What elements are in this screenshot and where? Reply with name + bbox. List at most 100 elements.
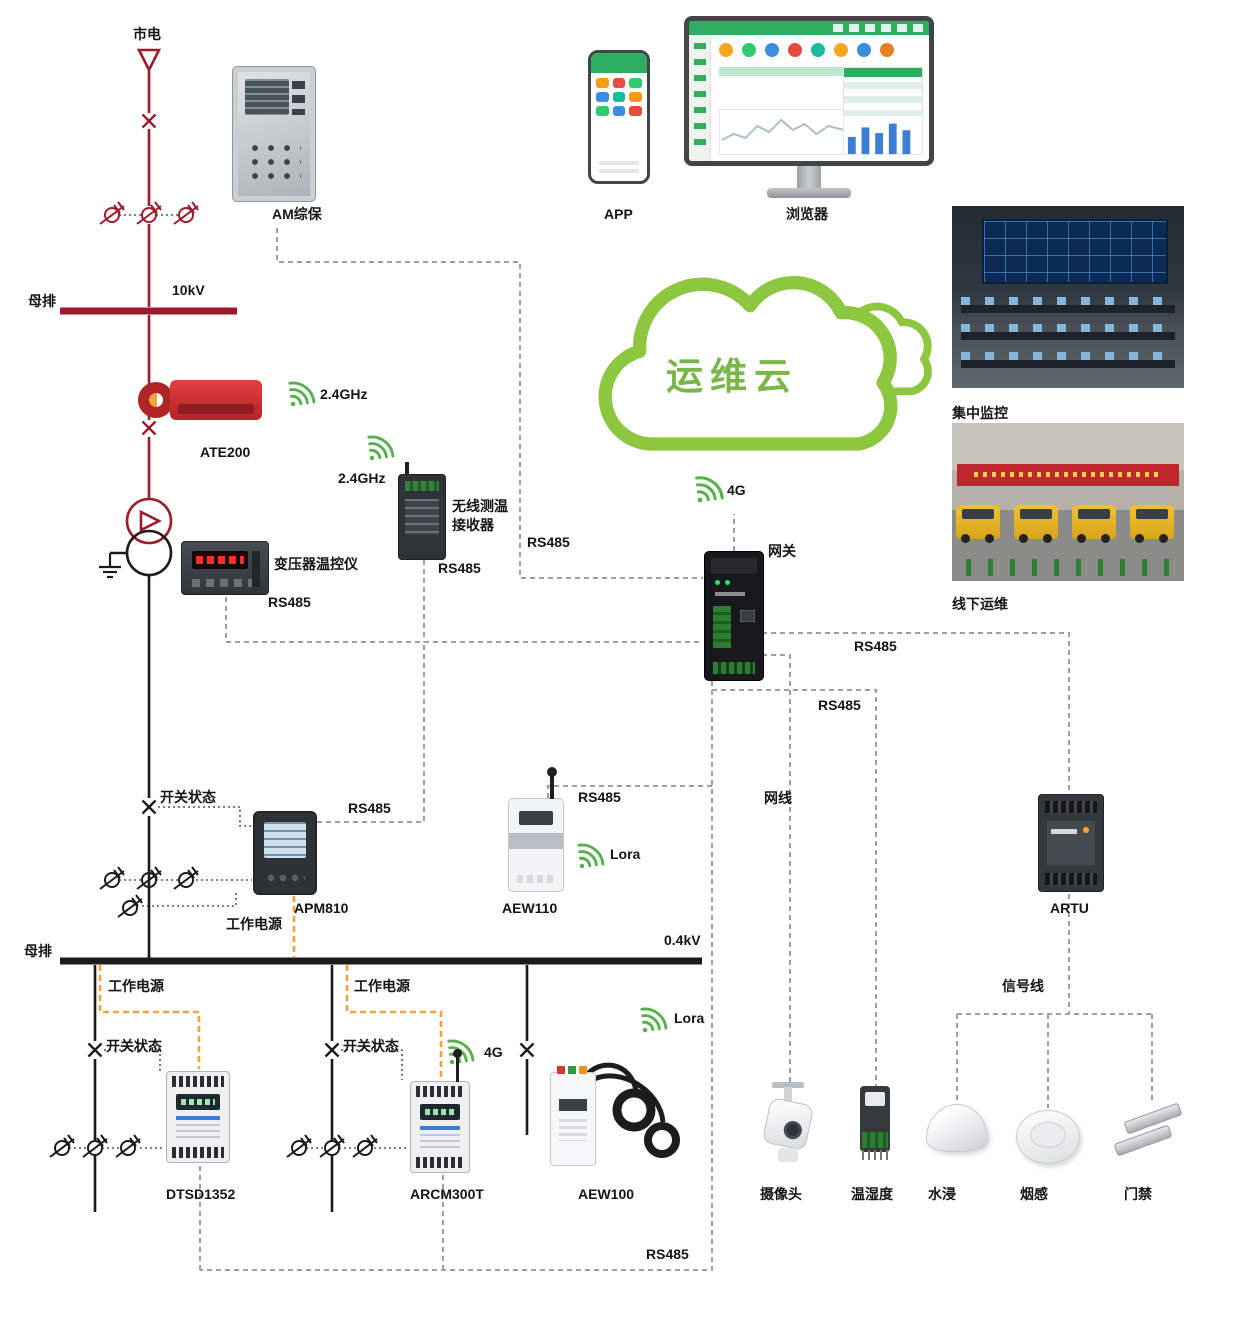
breaker-icon bbox=[141, 420, 157, 436]
label-busbar-hv: 母排 bbox=[28, 293, 56, 309]
label-am-protection: AM综保 bbox=[272, 206, 322, 222]
label-10kv: 10kV bbox=[172, 282, 205, 298]
detector-center bbox=[1030, 1122, 1066, 1148]
gateway-top-panel bbox=[711, 558, 757, 574]
label-0-4kv: 0.4kV bbox=[664, 932, 701, 948]
device-transformer-monitor bbox=[181, 541, 269, 595]
terminal-block bbox=[172, 1076, 224, 1087]
device-label-strip bbox=[178, 404, 254, 414]
wifi-icon-receiver bbox=[360, 432, 397, 467]
van-wheels bbox=[1077, 534, 1086, 544]
antenna bbox=[547, 767, 557, 799]
label-rs485-1: RS485 bbox=[527, 534, 570, 550]
device-label-strip bbox=[559, 1119, 587, 1141]
label-dtsd1352: DTSD1352 bbox=[166, 1186, 236, 1202]
operator-desk-row bbox=[961, 351, 1175, 368]
device-artu bbox=[1038, 794, 1104, 892]
van-window bbox=[1078, 509, 1110, 520]
label-working-power-1: 工作电源 bbox=[226, 916, 282, 932]
label-2-4ghz-2: 2.4GHz bbox=[338, 470, 386, 486]
transformer-primary bbox=[125, 497, 173, 545]
gateway-label-strip bbox=[715, 592, 745, 596]
label-camera: 摄像头 bbox=[760, 1186, 802, 1202]
led-digits bbox=[196, 556, 244, 564]
device-dtsd1352 bbox=[166, 1071, 230, 1163]
device-face bbox=[405, 499, 439, 535]
central-monitoring-photo bbox=[952, 206, 1184, 388]
app-icon bbox=[629, 92, 642, 102]
terminal-block bbox=[713, 662, 755, 674]
label-busbar-lv: 母排 bbox=[24, 943, 52, 959]
label-switch-status-2: 开关状态 bbox=[106, 1038, 162, 1054]
cloud-title: 运维云 bbox=[666, 356, 798, 397]
device-side-panel bbox=[252, 551, 260, 587]
device-screen bbox=[519, 811, 553, 825]
offline-ops-photo bbox=[952, 423, 1184, 581]
device-app-phone bbox=[588, 50, 650, 184]
breaker-icon bbox=[87, 1042, 103, 1058]
lcd-digits bbox=[181, 1099, 215, 1105]
device-am-protection bbox=[232, 66, 316, 202]
ct-icon bbox=[49, 1134, 75, 1158]
kpi-icon bbox=[811, 43, 825, 57]
operator-desk-row bbox=[961, 297, 1175, 313]
terminal-pins bbox=[862, 1150, 888, 1160]
status-signal-lines bbox=[69, 214, 409, 1149]
mains-source-symbol bbox=[136, 48, 162, 73]
kpi-icon bbox=[834, 43, 848, 57]
terminal-block bbox=[713, 606, 731, 648]
camera-body bbox=[761, 1096, 815, 1152]
device-buttons bbox=[192, 579, 252, 587]
monitor-screen bbox=[684, 16, 934, 166]
label-rs485-6: RS485 bbox=[348, 800, 391, 816]
device-screen bbox=[264, 822, 306, 858]
aew100-ct-clamps bbox=[584, 1062, 680, 1158]
label-rs485-4: RS485 bbox=[854, 638, 897, 654]
label-net-cable: 网线 bbox=[764, 790, 792, 806]
app-icon bbox=[596, 78, 609, 88]
dashboard-table bbox=[843, 67, 923, 119]
label-offline-ops: 线下运维 bbox=[952, 596, 1008, 612]
monitor-stand-neck bbox=[797, 166, 821, 188]
label-switch-status-1: 开关状态 bbox=[160, 789, 216, 805]
breaker-icon bbox=[324, 1042, 340, 1058]
table-header bbox=[844, 68, 922, 77]
van-wheels bbox=[961, 534, 970, 544]
device-screen bbox=[559, 1099, 587, 1111]
ethernet-port bbox=[740, 610, 755, 622]
antenna-tip bbox=[453, 1049, 462, 1058]
van-window bbox=[1136, 509, 1168, 520]
label-rs485-8: RS485 bbox=[646, 1246, 689, 1262]
camera-mount bbox=[772, 1082, 804, 1088]
van-window bbox=[1020, 509, 1052, 520]
kpi-icon bbox=[880, 43, 894, 57]
browser-menu bbox=[833, 24, 925, 32]
led-indicator bbox=[725, 580, 730, 585]
ct-icon bbox=[99, 201, 125, 225]
device-screen bbox=[420, 1104, 460, 1120]
lv-circuit bbox=[60, 529, 702, 1212]
sidebar-items bbox=[694, 43, 706, 153]
van-window bbox=[962, 509, 994, 520]
service-van bbox=[1130, 505, 1174, 544]
rs485-network-lines bbox=[199, 228, 1153, 1271]
app-icon bbox=[596, 106, 609, 116]
operator-desk-row bbox=[961, 324, 1175, 341]
camera-arm bbox=[784, 1087, 792, 1102]
van-wheels bbox=[1019, 534, 1028, 544]
label-browser: 浏览器 bbox=[786, 206, 828, 222]
antenna-tip bbox=[547, 767, 557, 777]
label-transformer-monitor: 变压器温控仪 bbox=[274, 556, 358, 572]
app-list-rows bbox=[599, 161, 639, 177]
van-wheels bbox=[1135, 534, 1144, 544]
terminal-block bbox=[517, 875, 555, 883]
device-apm810 bbox=[253, 811, 317, 895]
label-artu: ARTU bbox=[1050, 900, 1089, 916]
device-label-strip bbox=[176, 1124, 220, 1140]
device-label-strip bbox=[865, 1092, 885, 1106]
browser-header bbox=[689, 21, 929, 35]
terminal-block bbox=[862, 1132, 888, 1148]
device-keypad bbox=[247, 141, 301, 187]
brand-strip bbox=[420, 1126, 460, 1130]
label-arcm300t: ARCM300T bbox=[410, 1186, 484, 1202]
